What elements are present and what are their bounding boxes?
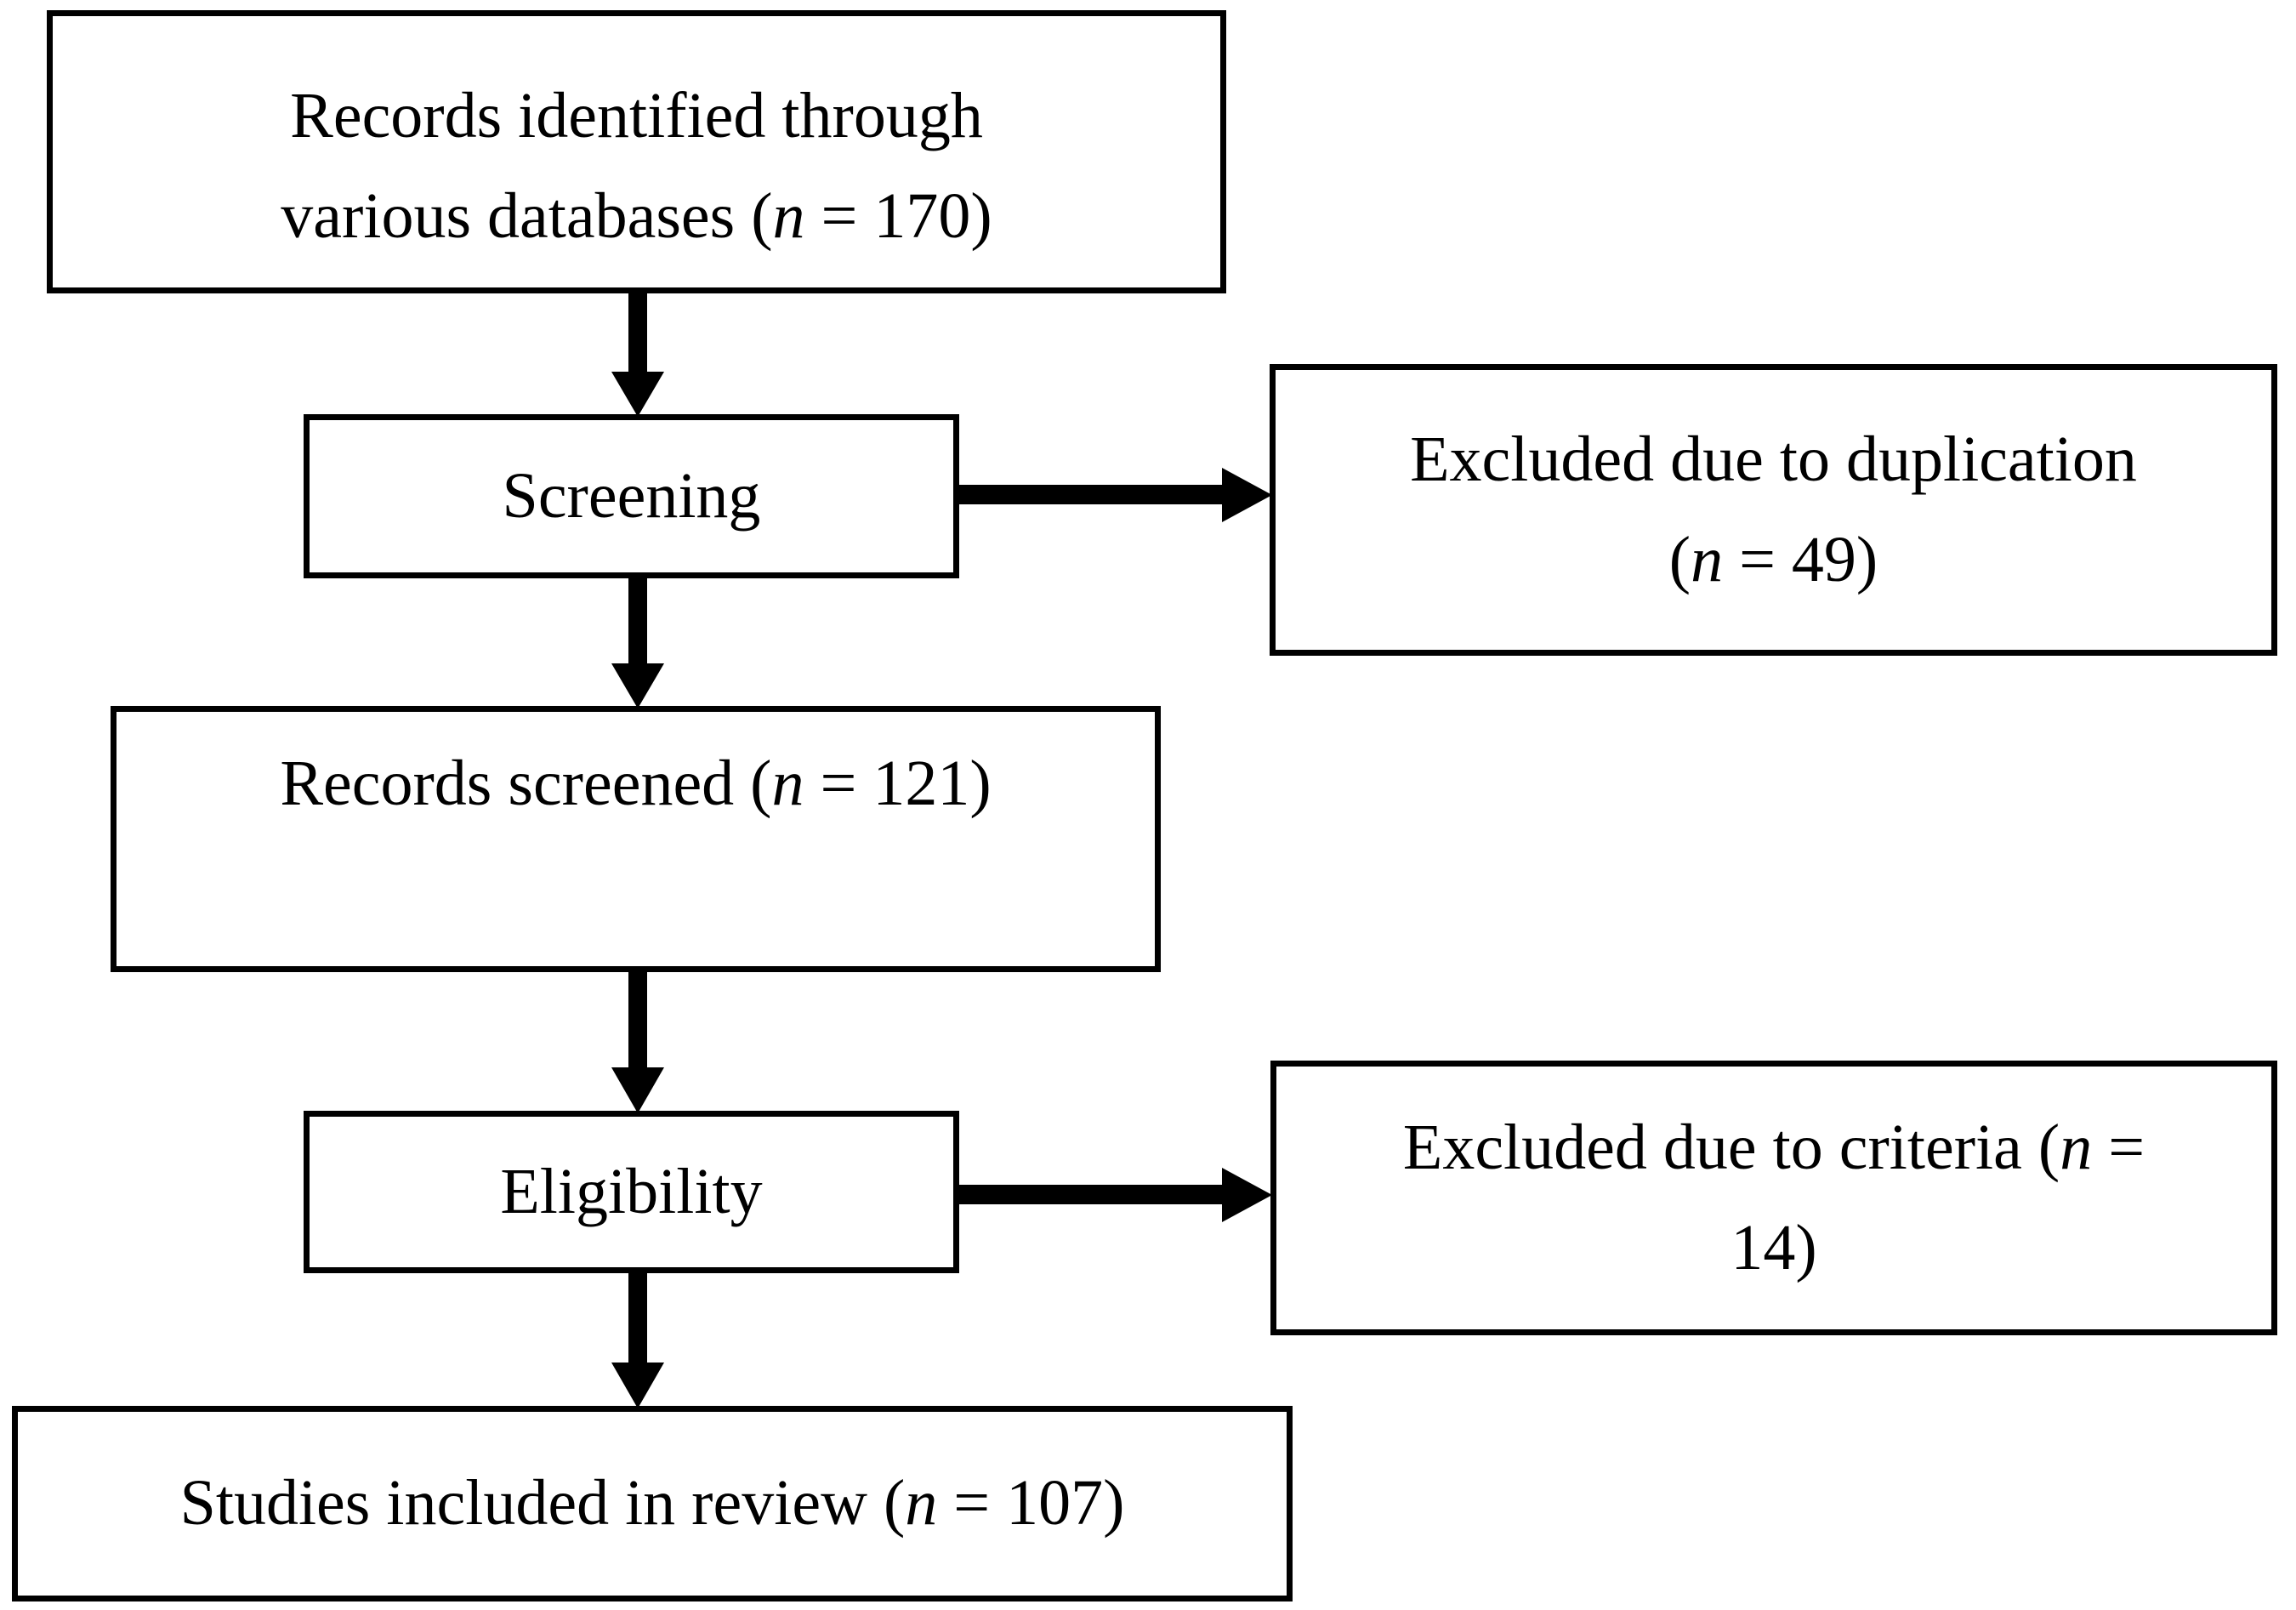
label-prefix: Excluded due to criteria ( [1402, 1111, 2060, 1183]
label-suffix: = [2092, 1111, 2145, 1183]
node-eligibility-label: Eligibility [500, 1155, 763, 1227]
n-symbol: n [772, 179, 805, 252]
node-records-identified-line2: various databases (n = 170) [53, 167, 1220, 267]
node-excluded-duplication-line2: (n = 49) [1276, 510, 2271, 611]
arrow-eligibility-to-criteria-icon [954, 1166, 1273, 1224]
n-symbol: n [2060, 1111, 2093, 1183]
arrow-screening-to-records-screened-icon [610, 574, 666, 710]
node-excluded-criteria-line1: Excluded due to criteria (n = [1276, 1098, 2271, 1198]
n-symbol: n [771, 748, 804, 819]
node-records-identified: Records identified through various datab… [47, 10, 1226, 293]
node-excluded-duplication: Excluded due to duplication (n = 49) [1270, 364, 2277, 656]
node-excluded-duplication-line1: Excluded due to duplication [1410, 423, 2137, 495]
node-screening-label: Screening [502, 459, 761, 532]
node-screening: Screening [304, 414, 959, 578]
label-suffix: = 49) [1723, 523, 1878, 595]
node-studies-included: Studies included in review (n = 107) [12, 1406, 1293, 1601]
label-suffix: = 121) [804, 748, 992, 819]
arrow-records-screened-to-eligibility-icon [610, 968, 666, 1115]
node-excluded-criteria-line2: 14) [1731, 1211, 1817, 1283]
label-prefix: various databases ( [281, 179, 773, 252]
arrow-screening-to-duplication-icon [954, 466, 1273, 524]
arrow-identified-to-screening-icon [610, 289, 666, 418]
label-prefix: ( [1668, 523, 1691, 595]
node-studies-included-label: Studies included in review (n = 107) [18, 1454, 1287, 1554]
n-symbol: n [905, 1467, 938, 1539]
node-records-identified-line1: Records identified through [290, 79, 983, 151]
n-symbol: n [1691, 523, 1724, 595]
label-prefix: Records screened ( [280, 748, 772, 819]
node-eligibility: Eligibility [304, 1111, 959, 1273]
label-suffix: = 107) [937, 1467, 1125, 1539]
node-records-screened: Records screened (n = 121) [111, 706, 1161, 972]
arrow-eligibility-to-studies-included-icon [610, 1269, 666, 1410]
node-records-screened-label: Records screened (n = 121) [117, 734, 1155, 834]
node-excluded-criteria: Excluded due to criteria (n = 14) [1270, 1061, 2277, 1335]
label-prefix: Studies included in review ( [179, 1467, 906, 1539]
label-suffix: = 170) [804, 179, 992, 252]
